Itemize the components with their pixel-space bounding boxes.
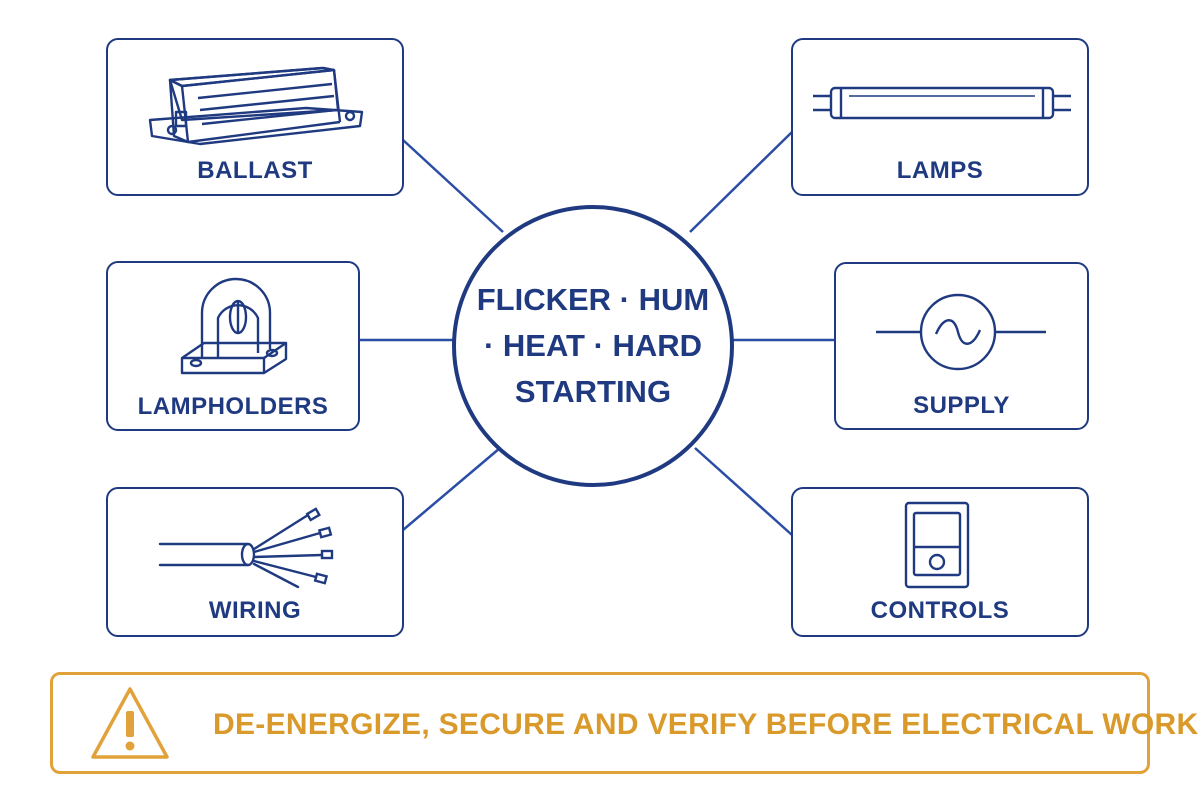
ac-supply-icon: [876, 293, 1046, 371]
ballast-label: BALLAST: [197, 157, 313, 184]
lampholder-icon: [180, 277, 288, 375]
lampholders-box: LAMPHOLDERS: [106, 261, 360, 431]
wall-switch-icon: [904, 501, 970, 589]
wire-bundle-icon: [158, 507, 334, 589]
ballast-icon: [148, 66, 364, 146]
warning-text: DE-ENERGIZE, SECURE AND VERIFY BEFORE EL…: [213, 708, 1199, 741]
controls-label: CONTROLS: [870, 597, 1010, 624]
controls-box: CONTROLS: [791, 487, 1089, 637]
supply-label: SUPPLY: [913, 392, 1010, 419]
connector-wiring: [402, 447, 501, 531]
ballast-box: BALLAST: [106, 38, 404, 196]
connector-controls: [694, 447, 793, 536]
lamps-label: LAMPS: [896, 157, 984, 184]
lamps-box: LAMPS: [791, 38, 1089, 196]
wiring-box: WIRING: [106, 487, 404, 637]
safety-warning-banner: DE-ENERGIZE, SECURE AND VERIFY BEFORE EL…: [50, 672, 1198, 774]
wiring-label: WIRING: [208, 597, 302, 624]
symptoms-circle: FLICKER · HUM · HEAT · HARD STARTING: [452, 205, 734, 487]
lampholders-label: LAMPHOLDERS: [137, 393, 329, 420]
warning-triangle-icon: [91, 687, 169, 759]
symptoms-title: FLICKER · HUM · HEAT · HARD STARTING: [476, 282, 710, 409]
fluorescent-tube-icon: [813, 86, 1071, 120]
supply-box: SUPPLY: [834, 262, 1089, 430]
connector-lamps: [689, 131, 793, 233]
connector-ballast: [402, 139, 504, 233]
